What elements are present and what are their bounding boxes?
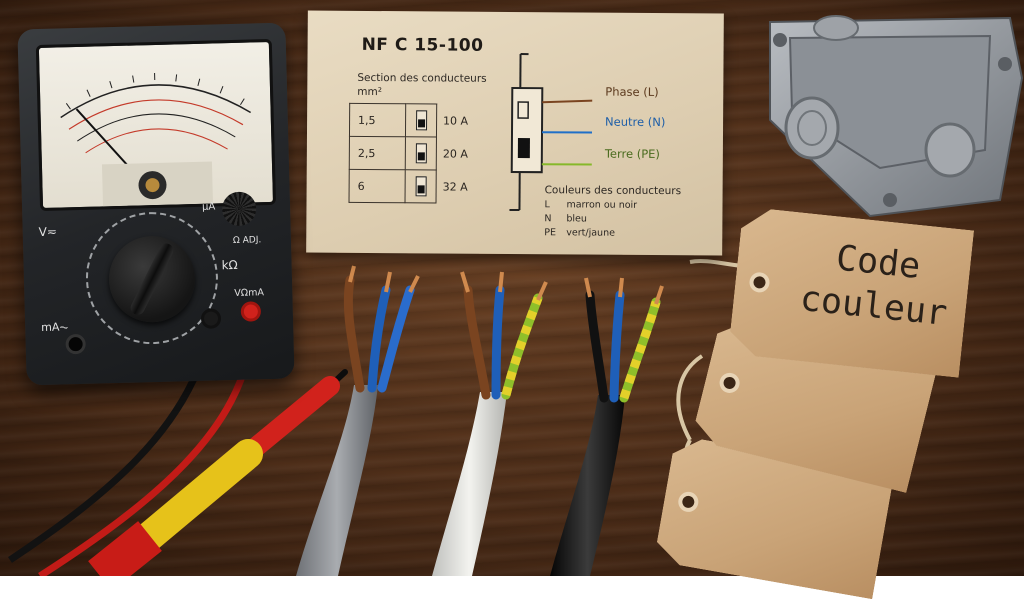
breaker-icon	[405, 104, 436, 137]
card-title: NF C 15-100	[362, 35, 484, 56]
section-table: 1,5 10 A 2,5 20 A 6 32 A	[349, 103, 480, 204]
label-ma: mA⏦	[41, 320, 69, 335]
legend-neutre: Neutre (N)	[605, 115, 665, 129]
table-row: 6 32 A	[349, 169, 478, 203]
color-value: bleu	[566, 213, 587, 224]
breaker-icon	[405, 170, 436, 203]
black-cable	[550, 278, 662, 576]
section-size: 6	[349, 169, 405, 202]
com-jack-icon[interactable]	[65, 334, 86, 355]
multimeter-icon: V≂ μA Ω ADJ. mA⏦ kΩ VΩmA	[17, 23, 294, 386]
label-voma: VΩmA	[234, 287, 264, 299]
meter-scale-window	[36, 39, 276, 211]
junction-box-icon	[770, 16, 1022, 216]
color-value: vert/jaune	[566, 227, 615, 238]
code-couleur-tag: Code couleur	[728, 206, 974, 377]
breaker-icon	[405, 137, 436, 170]
black-probe-jack-icon[interactable]	[201, 308, 222, 329]
tag-hole-icon	[677, 490, 700, 513]
ohm-adjust-knob[interactable]	[222, 191, 257, 226]
section-size: 2,5	[349, 136, 405, 169]
tag-text: Code couleur	[787, 232, 965, 337]
table-row: 2,5 20 A	[349, 136, 478, 170]
section-amps: 32 A	[436, 170, 478, 203]
section-amps: 20 A	[436, 137, 478, 170]
table-row: 1,5 10 A	[349, 103, 478, 137]
section-label: Section des conducteurs mm²	[357, 71, 497, 100]
red-probe-jack-icon[interactable]	[241, 301, 262, 322]
legend-terre: Terre (PE)	[605, 147, 660, 161]
section-amps: 10 A	[436, 104, 478, 137]
label-ohm-adj: Ω ADJ.	[233, 235, 262, 246]
legend-phase: Phase (L)	[605, 85, 658, 99]
color-key: N	[544, 213, 566, 224]
spec-card: NF C 15-100 Section des conducteurs mm² …	[306, 11, 724, 256]
white-cable	[432, 272, 546, 576]
label-mua: μA	[202, 201, 215, 212]
color-key: PE	[544, 227, 566, 238]
meter-scale	[39, 42, 273, 208]
grey-cable	[296, 266, 418, 576]
tag-hole-icon	[717, 371, 741, 395]
colors-title: Couleurs des conducteurs	[545, 184, 682, 197]
label-ohm: kΩ	[221, 258, 237, 272]
color-value: marron ou noir	[566, 199, 637, 210]
section-size: 1,5	[349, 103, 405, 136]
label-v: V≂	[39, 225, 58, 239]
color-key: L	[544, 199, 566, 210]
tag-hole-icon	[749, 271, 771, 293]
